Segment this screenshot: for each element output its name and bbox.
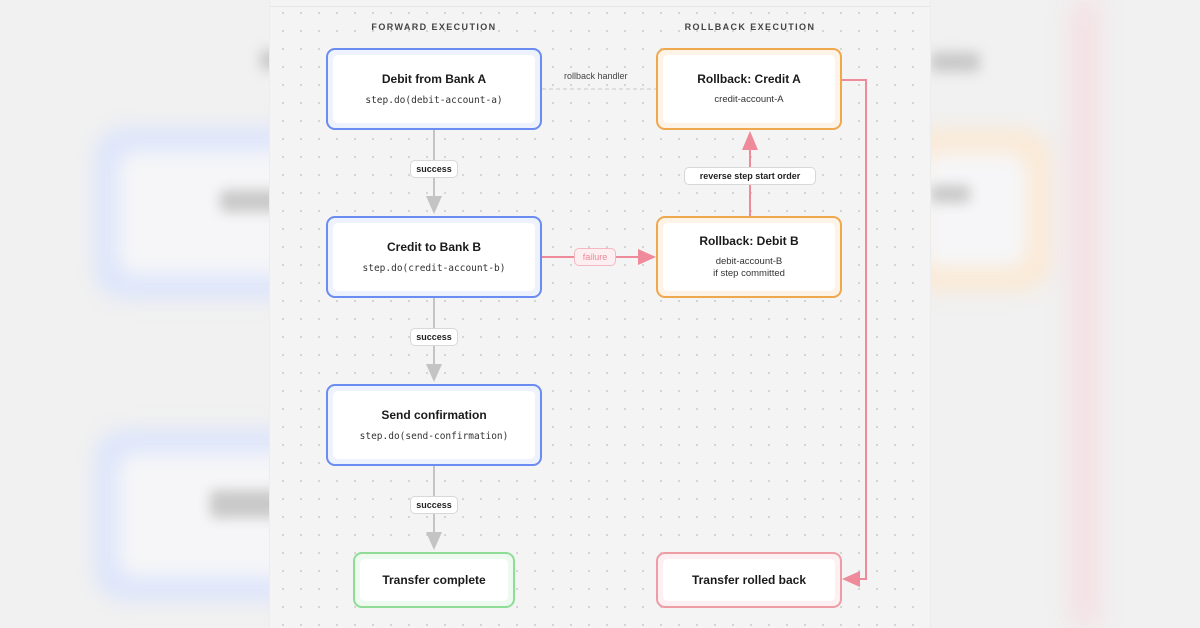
node-code: step.do(credit-account-b) bbox=[362, 263, 506, 274]
node-title: Debit from Bank A bbox=[381, 72, 487, 86]
node-title: Transfer rolled back bbox=[691, 573, 807, 587]
step-debit-bank-a[interactable]: Debit from Bank A step.do(debit-account-… bbox=[326, 48, 542, 130]
step-send-confirmation[interactable]: Send confirmation step.do(send-confirmat… bbox=[326, 384, 542, 466]
rolled-back-arrow bbox=[842, 79, 867, 587]
rollback-section-title: ROLLBACK EXECUTION bbox=[684, 22, 816, 32]
node-detail: credit-account-A bbox=[714, 94, 784, 105]
rollback-handler-label: rollback handler bbox=[564, 71, 628, 81]
forward-section-title: FORWARD EXECUTION bbox=[371, 22, 497, 32]
node-detail: debit-account-B bbox=[715, 256, 783, 267]
rollback-debit-b[interactable]: Rollback: Debit B debit-account-B if ste… bbox=[656, 216, 842, 298]
node-title: Transfer complete bbox=[382, 573, 486, 587]
success-label-1: success bbox=[410, 160, 458, 178]
node-condition: if step committed bbox=[713, 268, 785, 279]
end-transfer-complete[interactable]: Transfer complete bbox=[353, 552, 515, 608]
reverse-order-label: reverse step start order bbox=[684, 167, 816, 185]
node-title: Rollback: Credit A bbox=[697, 72, 801, 86]
step-credit-bank-b[interactable]: Credit to Bank B step.do(credit-account-… bbox=[326, 216, 542, 298]
node-code: step.do(send-confirmation) bbox=[359, 431, 509, 442]
diagram-canvas: FORWARD EXECUTION ROLLBACK EXECUTION bbox=[270, 0, 930, 628]
rollback-credit-a[interactable]: Rollback: Credit A credit-account-A bbox=[656, 48, 842, 130]
end-transfer-rolled-back[interactable]: Transfer rolled back bbox=[656, 552, 842, 608]
success-label-3: success bbox=[410, 496, 458, 514]
success-label-2: success bbox=[410, 328, 458, 346]
node-title: Credit to Bank B bbox=[386, 240, 481, 254]
node-title: Rollback: Debit B bbox=[699, 234, 799, 248]
node-code: step.do(debit-account-a) bbox=[365, 95, 503, 106]
failure-label: failure bbox=[574, 248, 616, 266]
connector-arrows bbox=[426, 79, 867, 587]
node-title: Send confirmation bbox=[381, 408, 487, 422]
